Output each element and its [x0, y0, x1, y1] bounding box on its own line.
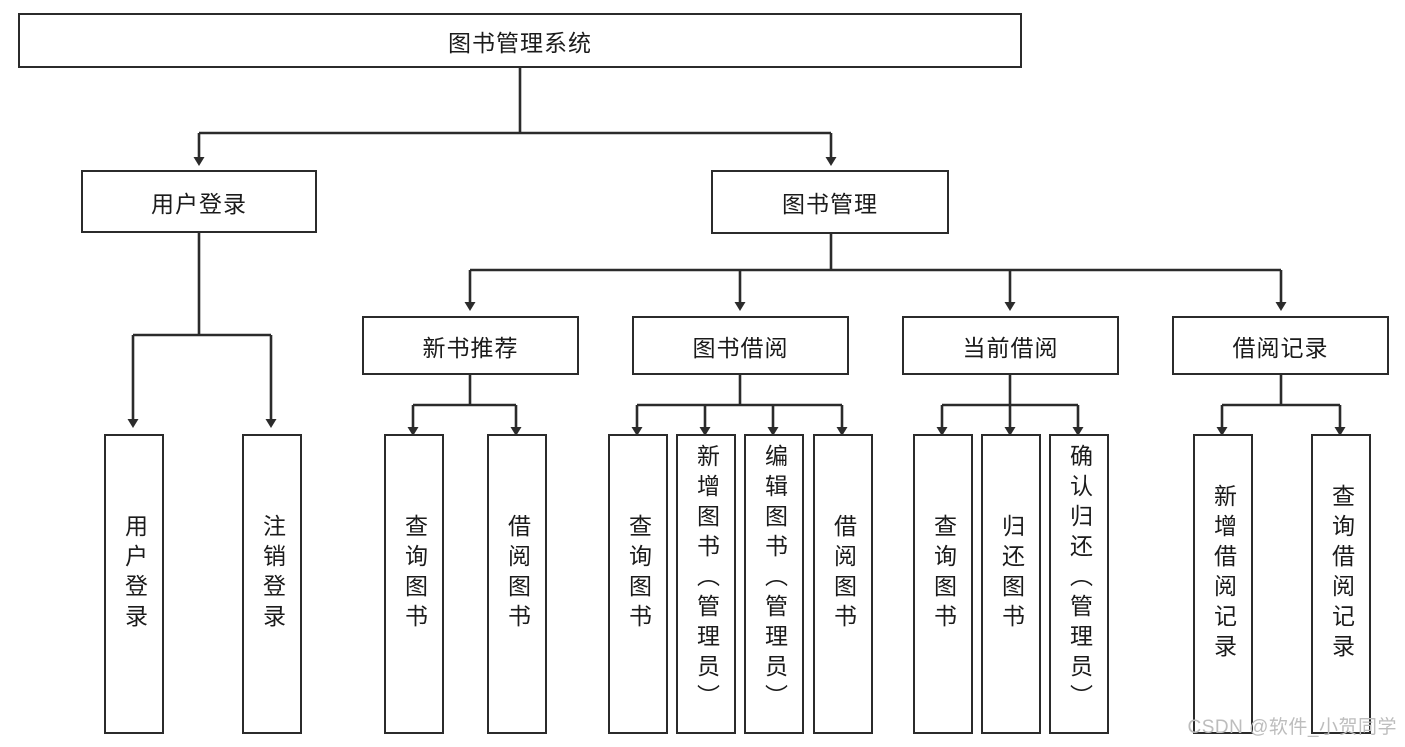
node-label: 图书管理 — [782, 191, 878, 217]
node-label: 查询图书 — [401, 514, 428, 634]
node-user-login[interactable]: 用户登录 — [81, 170, 317, 233]
node-label: 借阅记录 — [1232, 334, 1329, 361]
node-leaf-query-borrow-record[interactable]: 查询借阅记录 — [1311, 434, 1371, 734]
node-label: 确认归还（管理员） — [1066, 444, 1093, 714]
node-current-borrow[interactable]: 当前借阅 — [902, 316, 1119, 375]
node-book-borrow[interactable]: 图书借阅 — [632, 316, 849, 375]
node-label: 新书推荐 — [422, 334, 519, 361]
node-label: 新增借阅记录 — [1210, 484, 1237, 664]
node-label: 图书借阅 — [692, 334, 789, 361]
node-label: 注销登录 — [259, 514, 286, 634]
node-leaf-query-book-borrow[interactable]: 查询图书 — [608, 434, 668, 734]
node-label: 用户登录 — [151, 190, 247, 217]
node-leaf-confirm-return-admin[interactable]: 确认归还（管理员） — [1049, 434, 1109, 734]
node-borrow-record[interactable]: 借阅记录 — [1172, 316, 1389, 375]
node-leaf-edit-book-admin[interactable]: 编辑图书（管理员） — [744, 434, 804, 734]
node-leaf-return-book[interactable]: 归还图书 — [981, 434, 1041, 734]
node-label: 当前借阅 — [962, 334, 1059, 361]
csdn-watermark: CSDN @软件_小贺同学 — [1187, 717, 1397, 738]
node-label: 查询图书 — [625, 514, 652, 634]
node-book-management[interactable]: 图书管理 — [711, 170, 949, 234]
node-label: 用户登录 — [121, 514, 148, 634]
node-label: 查询图书 — [930, 514, 957, 634]
node-label: 查询借阅记录 — [1328, 484, 1355, 664]
node-leaf-query-book-recommend[interactable]: 查询图书 — [384, 434, 444, 734]
node-label: 编辑图书（管理员） — [761, 444, 788, 714]
node-label: 归还图书 — [998, 514, 1025, 634]
node-label: 借阅图书 — [830, 514, 857, 634]
node-leaf-add-borrow-record[interactable]: 新增借阅记录 — [1193, 434, 1253, 734]
node-label: 图书管理系统 — [448, 29, 592, 56]
node-leaf-add-book-admin[interactable]: 新增图书（管理员） — [676, 434, 736, 734]
node-leaf-user-login[interactable]: 用户登录 — [104, 434, 164, 734]
node-leaf-logout[interactable]: 注销登录 — [242, 434, 302, 734]
node-leaf-borrow-book-recommend[interactable]: 借阅图书 — [487, 434, 547, 734]
node-root-book-management-system[interactable]: 图书管理系统 — [18, 13, 1022, 68]
node-label: 新增图书（管理员） — [693, 444, 720, 714]
node-label: 借阅图书 — [504, 514, 531, 634]
node-new-book-recommend[interactable]: 新书推荐 — [362, 316, 579, 375]
node-leaf-query-book-current[interactable]: 查询图书 — [913, 434, 973, 734]
node-leaf-borrow-book[interactable]: 借阅图书 — [813, 434, 873, 734]
